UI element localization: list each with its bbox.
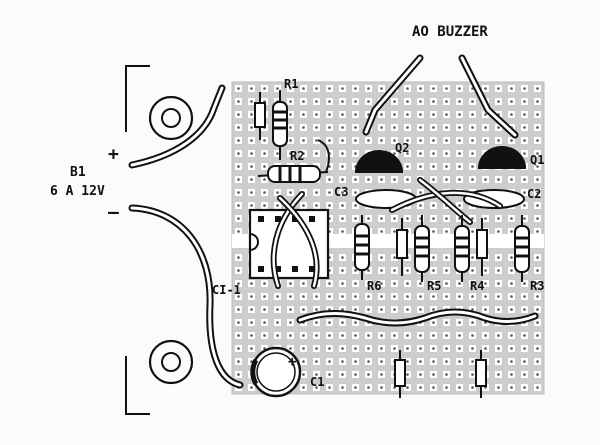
terminal-bottom xyxy=(148,339,194,385)
battery-negative-wire xyxy=(128,204,244,389)
label-r4: R4 xyxy=(470,279,484,293)
resistor-bottom-a xyxy=(394,350,406,398)
resistor-r6 xyxy=(354,215,370,280)
label-q1: Q1 xyxy=(530,153,544,167)
label-c1-plus: + xyxy=(288,354,296,370)
label-battery-spec: 6 A 12V xyxy=(50,184,105,199)
resistor-r5 xyxy=(414,215,430,282)
resistor-small-b xyxy=(476,218,488,276)
label-c1: C1 xyxy=(310,375,324,389)
resistor-small-a xyxy=(396,218,408,276)
buzzer-wire-left xyxy=(362,54,424,136)
jumper-cross-chip xyxy=(270,191,320,289)
transistor-q2 xyxy=(355,150,403,173)
label-r3: R3 xyxy=(530,279,544,293)
label-c3: C3 xyxy=(334,185,348,199)
resistor-r1 xyxy=(272,90,288,160)
resistor-r4 xyxy=(454,215,470,282)
label-plus: + xyxy=(108,144,119,165)
transistor-q1 xyxy=(478,146,526,169)
battery-positive-wire xyxy=(128,84,226,169)
resistor-r2 xyxy=(257,139,330,183)
terminal-top xyxy=(148,95,194,141)
label-r1: R1 xyxy=(284,77,298,91)
label-r6: R6 xyxy=(367,279,381,293)
jumper-cross-transistors xyxy=(389,177,503,225)
label-battery-name: B1 xyxy=(70,165,86,180)
resistor-r3 xyxy=(514,215,530,282)
label-c2: C2 xyxy=(527,187,541,201)
resistor-bottom-b xyxy=(475,350,487,398)
bus-jumper-chain xyxy=(296,308,539,327)
capacitor-c1 xyxy=(250,346,302,398)
buzzer-wire-right xyxy=(458,54,519,139)
label-q2: Q2 xyxy=(395,141,409,155)
label-r5: R5 xyxy=(427,279,441,293)
resistor-small-top xyxy=(254,92,266,140)
label-buzzer: AO BUZZER xyxy=(412,24,488,40)
label-r2: R2 xyxy=(290,149,304,163)
label-ci1: CI-1 xyxy=(212,283,241,297)
battery-bracket xyxy=(125,65,150,415)
label-minus: – xyxy=(108,202,119,223)
